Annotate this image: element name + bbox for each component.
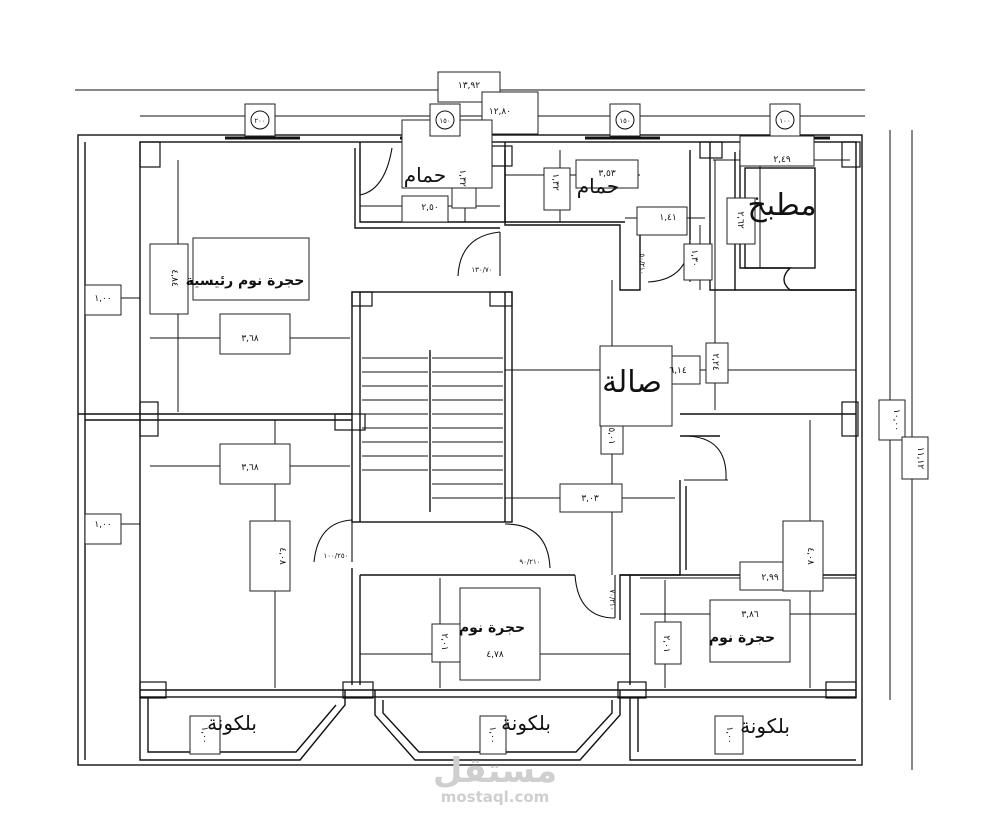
watermark-site: mostaql.com [441,788,550,806]
dim-bed-center-h: ٢,٠١ [439,633,449,650]
room-label-bedroom-right: حجرة نوم [709,630,775,646]
dim-balcony-left: ١,٠٠ [199,726,209,743]
dim-hall-w: ٦,١٤ [669,366,687,376]
dim-balcony-right: ١,٠٠ [724,726,734,743]
door-tag-d5: ٧٠/٢١٠ [608,589,616,610]
door-tag-d4: ٥٠/٢١٠ [638,253,646,274]
dim-stair-w: ٣,٠٣ [581,494,599,504]
dim-lobby-w: ١,٤١ [659,213,676,223]
window-marker-icon [775,110,795,130]
window-tag-w3: ١٥٠ [619,117,630,125]
room-label-hall: صالة [602,365,662,400]
balcony-center-outline [374,690,621,761]
dim-balcony-center: ١,٠٠ [487,726,497,743]
dim-bed-right-h2: ٢,٠١ [661,635,671,652]
dim-hall-right-h: ٢,٢٤ [710,353,720,371]
window-tag-w4: ١٠٠ [779,117,790,125]
room-label-balcony-left: بلكونة [207,711,257,735]
watermark-brand: مستقل [433,751,557,791]
dim-bed-right-h: ٤,٠٨ [805,547,815,565]
door-tag-d3: ٩٠/٢١٠ [519,558,540,566]
window-marker-icon [250,110,270,130]
dim-side-top: ١,٠٠ [94,294,111,304]
dim-lobby-h: ١,٣٠ [689,249,699,266]
room-label-bath2: حمام [577,174,619,198]
dim-bed-center-w: ٤,٧٨ [486,650,504,660]
dim-inner-height: ١٠,٠٠ [891,409,901,431]
window-marker-icon [615,110,635,130]
room-label-kitchen: مطبخ [747,188,816,223]
dim-kitchen-w: ٢,٤٩ [773,155,791,165]
dim-bath1-h: ١,٣٢ [457,169,467,187]
dim-inner-width: ١٢,٨٠ [489,107,511,117]
dim-left-bed-h: ٤,٠٨ [277,547,287,565]
room-label-balcony-right: بلكونة [740,714,790,738]
room-label-bath1: حمام [404,163,446,187]
dim-overall-height: ١١,١٢ [915,447,925,469]
dim-left-bed-w: ٣,٦٨ [241,463,259,473]
dim-bath2-h: ١,٣٢ [550,173,560,191]
dim-master-w: ٣,٦٨ [241,334,259,344]
dim-master-h: ٤,٨٤ [169,269,179,287]
window-marker-icon [435,110,455,130]
balcony-left-outline [139,690,346,761]
dim-bed-right-w: ٣,٨٦ [741,610,759,620]
dim-bed-right-w2: ٢,٩٩ [761,573,779,583]
dim-hall-h: ٥,٠١ [606,427,616,444]
window-tag-w1: ٢٠٠ [254,117,265,125]
door-tag-d1: ١٣٠/٧٠ [471,266,492,274]
balcony-right-outline [629,697,856,761]
window-tag-w2: ١٥٠ [439,117,450,125]
dim-side-bottom: ١,٠٠ [94,520,111,530]
room-label-bedroom-center: حجرة نوم [459,620,525,636]
dim-bath1-w: ٢,٥٠ [421,203,438,213]
dim-overall-width: ١٣,٩٢ [458,81,480,91]
room-label-balcony-center: بلكونة [501,711,551,735]
door-tag-d2: ١٠٠/٢٥٠ [324,552,349,560]
dim-bath2-w: ٣,٥٣ [598,169,616,179]
stair-core [351,291,513,523]
room-label-master-bedroom: حجرة نوم رئيسية [186,273,305,289]
dim-kitchen-h: ٢,٦٢ [735,211,745,229]
